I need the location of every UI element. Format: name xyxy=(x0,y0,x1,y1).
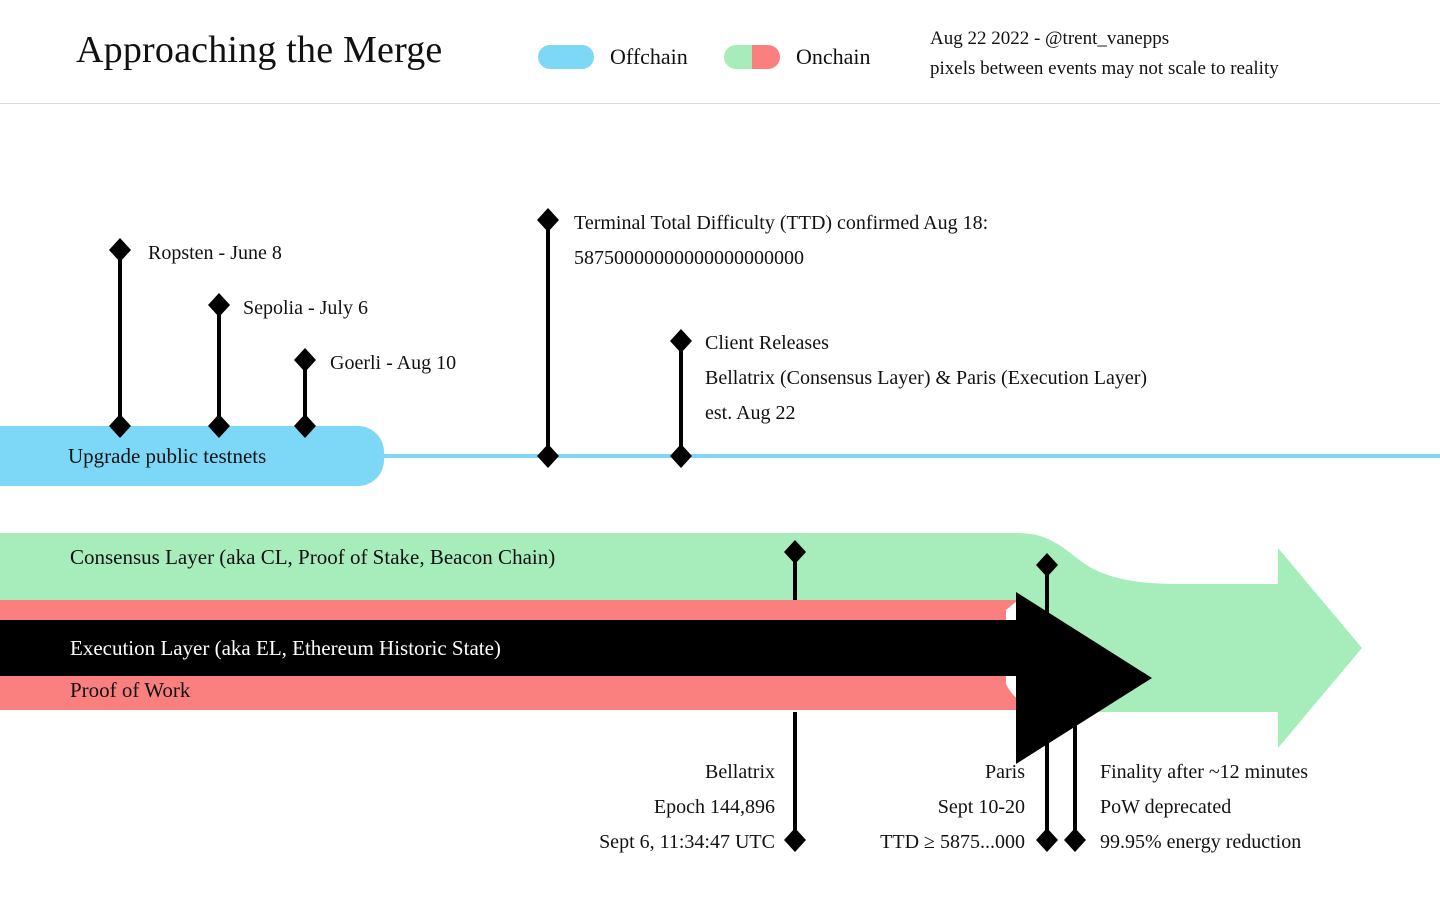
client-releases-line-1: Client Releases xyxy=(705,332,829,354)
event-marker-goerli xyxy=(294,348,316,438)
diamond-icon xyxy=(294,348,316,372)
event-marker-paris xyxy=(1036,553,1058,852)
legend-label-onchain: Onchain xyxy=(796,44,871,69)
label-proof-of-work: Proof of Work xyxy=(70,678,191,702)
diamond-icon xyxy=(537,444,559,468)
label-paris: Paris Sept 10-20 TTD ≥ 5875...000 xyxy=(775,755,1025,860)
post-merge-line-1: Finality after ~12 minutes xyxy=(1100,761,1309,783)
meta-author-date: Aug 22 2022 - @trent_vanepps xyxy=(930,28,1170,49)
diamond-icon xyxy=(208,293,230,317)
meta-disclaimer: pixels between events may not scale to r… xyxy=(930,58,1279,79)
label-ttd-confirmed: Terminal Total Difficulty (TTD) confirme… xyxy=(574,206,988,276)
diamond-icon xyxy=(670,444,692,468)
label-client-releases: Client Releases Bellatrix (Consensus Lay… xyxy=(705,326,1147,431)
ttd-line-2: 58750000000000000000000 xyxy=(574,247,804,269)
diamond-icon xyxy=(109,414,131,438)
legend-item-offchain: Offchain xyxy=(538,44,688,70)
header-bar: Approaching the Merge Offchain Onchain A… xyxy=(0,0,1440,104)
legend-swatch-onchain-icon xyxy=(724,45,780,69)
ttd-line-1: Terminal Total Difficulty (TTD) confirme… xyxy=(574,212,989,234)
event-marker-ropsten xyxy=(109,238,131,438)
diamond-icon xyxy=(784,540,806,564)
bellatrix-line-3: Sept 6, 11:34:47 UTC xyxy=(599,831,775,853)
legend-item-onchain: Onchain xyxy=(724,44,871,70)
label-bellatrix: Bellatrix Epoch 144,896 Sept 6, 11:34:47… xyxy=(470,755,775,860)
page-title: Approaching the Merge xyxy=(76,29,443,71)
legend-swatch-offchain-icon xyxy=(538,45,594,69)
diamond-icon xyxy=(670,329,692,353)
legend-label-offchain: Offchain xyxy=(610,44,688,69)
diamond-icon xyxy=(294,414,316,438)
bellatrix-line-2: Epoch 144,896 xyxy=(653,796,775,818)
label-consensus-layer: Consensus Layer (aka CL, Proof of Stake,… xyxy=(70,545,556,569)
label-ropsten: Ropsten - June 8 xyxy=(148,242,282,264)
diamond-icon xyxy=(1064,828,1086,852)
label-upgrade-public-testnets: Upgrade public testnets xyxy=(68,444,267,468)
meta-block: Aug 22 2022 - @trent_vanepps pixels betw… xyxy=(930,24,1279,84)
paris-line-2: Sept 10-20 xyxy=(937,796,1025,818)
post-merge-line-3: 99.95% energy reduction xyxy=(1100,831,1302,853)
bellatrix-line-1: Bellatrix xyxy=(705,761,775,783)
diamond-icon xyxy=(109,238,131,262)
execution-layer-arrow xyxy=(0,592,1152,764)
label-execution-layer: Execution Layer (aka EL, Ethereum Histor… xyxy=(70,636,501,660)
label-post-merge: Finality after ~12 minutes PoW deprecate… xyxy=(1100,755,1308,860)
offchain-track-bar xyxy=(0,426,384,486)
diamond-icon xyxy=(1036,828,1058,852)
label-sepolia: Sepolia - July 6 xyxy=(243,297,368,319)
event-marker-client-releases xyxy=(670,329,692,468)
event-marker-sepolia xyxy=(208,293,230,438)
client-releases-line-3: est. Aug 22 xyxy=(705,402,796,424)
diamond-icon xyxy=(1036,553,1058,577)
diamond-icon xyxy=(208,414,230,438)
event-marker-post-merge xyxy=(1064,676,1086,852)
post-merge-line-2: PoW deprecated xyxy=(1100,796,1232,818)
event-marker-ttd-confirmed xyxy=(537,208,559,468)
diamond-icon xyxy=(537,208,559,232)
paris-line-3: TTD ≥ 5875...000 xyxy=(880,831,1025,853)
client-releases-line-2: Bellatrix (Consensus Layer) & Paris (Exe… xyxy=(705,367,1148,389)
event-marker-bellatrix xyxy=(784,540,806,852)
paris-line-1: Paris xyxy=(985,761,1025,783)
diamond-icon xyxy=(784,828,806,852)
label-goerli: Goerli - Aug 10 xyxy=(330,352,457,374)
